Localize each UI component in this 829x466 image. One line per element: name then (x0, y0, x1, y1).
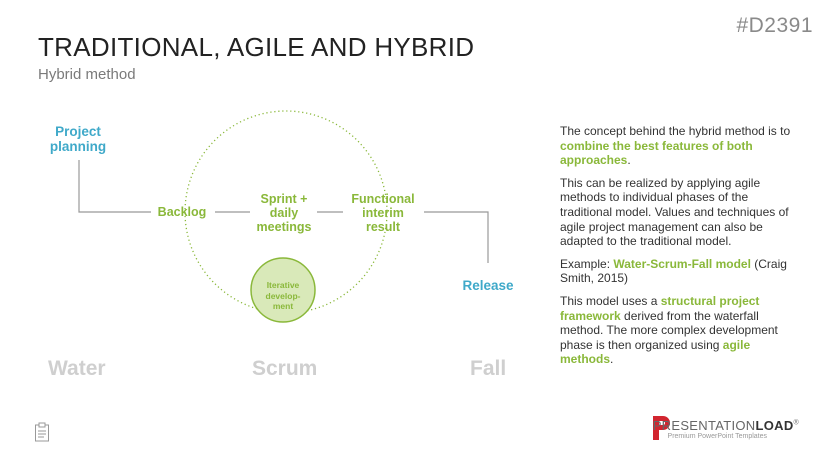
scrum-cycle-circle (184, 110, 388, 314)
scrum-phase-label: Scrum (252, 357, 318, 380)
page-title: TRADITIONAL, AGILE AND HYBRID (38, 32, 475, 62)
page-subtitle: Hybrid method (38, 66, 136, 83)
release-label: Release (462, 278, 514, 293)
water-phase-label: Water (48, 357, 106, 380)
release-connector (424, 211, 489, 263)
project-planning-label: Project planning (49, 124, 107, 154)
iterative-development-label: Iterative develop- ment (265, 280, 301, 311)
functional-result-label: Functional interim result (351, 192, 415, 234)
document-id: #D2391 (736, 14, 813, 37)
sprint-label: Sprint + daily meetings (256, 192, 312, 234)
presentationload-logo-icon (653, 416, 670, 440)
brand-tagline: Premium PowerPoint Templates (667, 433, 767, 440)
backlog-label: Backlog (157, 205, 207, 219)
iterative-development-circle (250, 257, 316, 323)
fall-phase-label: Fall (470, 357, 507, 380)
brand-logo-text: PRESENTATIONLOAD® (652, 418, 799, 433)
description-text: The concept behind the hybrid method is … (560, 124, 791, 367)
planning-connector (78, 160, 151, 213)
clipboard-icon (35, 422, 49, 442)
